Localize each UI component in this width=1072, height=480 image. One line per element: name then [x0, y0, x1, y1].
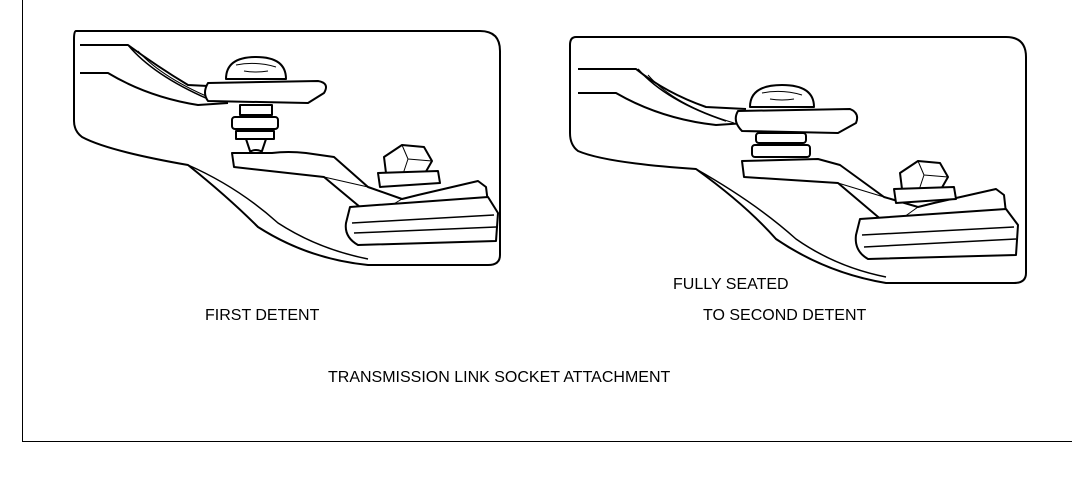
caption-fully-seated: FULLY SEATED [673, 276, 789, 293]
caption-second-detent: TO SECOND DETENT [703, 307, 867, 324]
diagram-title: TRANSMISSION LINK SOCKET ATTACHMENT [328, 369, 671, 386]
illustration-first-detent [68, 27, 508, 269]
diagram-frame [22, 0, 1072, 442]
illustration-second-detent [566, 33, 1028, 285]
caption-first-detent: FIRST DETENT [205, 307, 320, 324]
